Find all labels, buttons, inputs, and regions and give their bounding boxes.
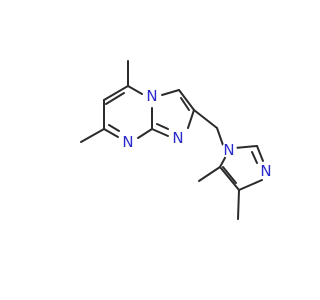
atom-n1: N (144, 87, 160, 105)
bond-c4b-c5b-double (222, 166, 237, 184)
atom-n4: N (221, 141, 237, 159)
bond-c2-ch2 (193, 109, 218, 129)
bond-c2b-n5-double (251, 151, 258, 164)
bond-methyl-c5b (198, 166, 221, 182)
structure-diagram: N N N N N (80, 60, 274, 220)
bond-n4-c2b (234, 145, 258, 149)
bond-c2-n2 (187, 109, 195, 129)
bond-c7-n3-double (108, 124, 120, 132)
bond-c7-n3 (103, 128, 119, 138)
bond-c3-c2-double (180, 97, 190, 111)
bond-c5b-n4 (219, 155, 227, 168)
bond-c2b-n5 (256, 145, 264, 162)
bond-ch2-n4 (216, 127, 225, 149)
bond-c5-c6 (103, 85, 129, 101)
atom-label-n4: N (223, 141, 234, 159)
atom-n3: N (120, 133, 136, 151)
bond-n5-c4b (238, 179, 263, 191)
bond-c5-c6-double (105, 92, 125, 105)
atom-label-n5: N (260, 162, 271, 180)
bond-methyl-c7 (80, 128, 105, 143)
bond-n3-c8a (137, 128, 153, 139)
atom-n5: N (258, 162, 274, 180)
bond-n2-c8a-double (156, 123, 169, 130)
bond-n1-c5 (127, 85, 143, 95)
bond-methyl-c4b (237, 189, 240, 220)
atom-label-n2: N (172, 129, 183, 147)
atom-label-n1: N (146, 87, 157, 105)
bond-n1-c3 (161, 89, 180, 96)
atom-n2: N (170, 129, 186, 147)
bond-n2-c8a (151, 128, 169, 137)
atom-label-n3: N (122, 133, 133, 151)
bond-c3-c2 (178, 89, 195, 111)
bonds (80, 60, 264, 220)
bond-c4b-c5b (219, 166, 240, 191)
atom-labels: N N N N N (120, 87, 274, 180)
